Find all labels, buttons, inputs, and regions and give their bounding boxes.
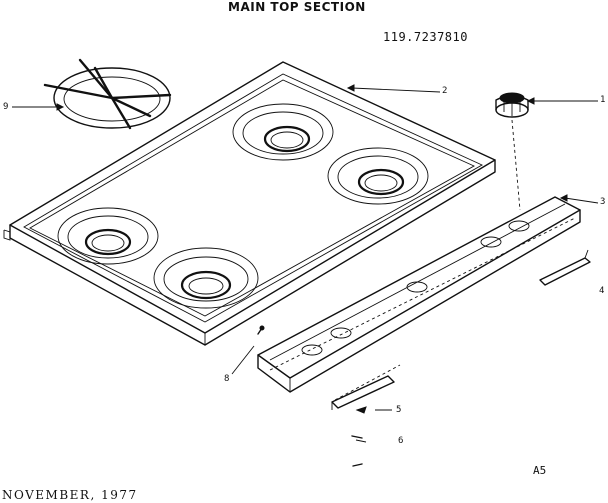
diagram-title: MAIN TOP SECTION: [228, 0, 366, 14]
bracket-part: [539, 249, 591, 286]
knob-leader-dash: [511, 119, 521, 211]
callout-9: 9: [3, 102, 9, 112]
callout-8: 8: [224, 374, 230, 384]
model-number: 119.7237810: [383, 30, 468, 44]
cooktop-main-top: [3, 61, 496, 346]
callout-6: 6: [398, 436, 404, 446]
callout-3: 3: [600, 197, 606, 207]
burner-well-rear-left-front: [327, 147, 429, 205]
diagram-date: NOVEMBER, 1977: [2, 488, 138, 502]
callout-2: 2: [442, 86, 448, 96]
hardware-part-5: [355, 406, 367, 414]
callout-1: 1: [600, 95, 606, 105]
hardware-part-6: [351, 435, 367, 467]
callout-4: 4: [599, 286, 605, 296]
control-panel: [257, 196, 581, 393]
burner-well-front: [153, 247, 259, 309]
screw-part-8: [257, 325, 265, 335]
page-code: A5: [533, 464, 547, 477]
callout-5: 5: [396, 405, 402, 415]
leader-lines: [12, 84, 599, 411]
control-knob: [495, 92, 529, 118]
burner-grate: [43, 58, 172, 130]
lower-rail: [331, 364, 401, 410]
burner-well-left: [57, 207, 159, 265]
burner-well-rear-right: [232, 103, 334, 161]
